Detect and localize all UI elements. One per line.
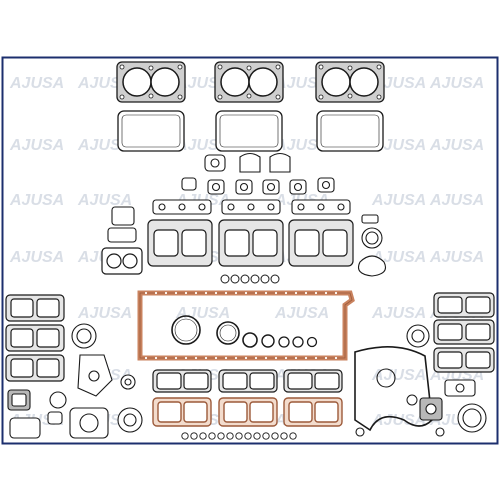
bolt-hole — [194, 356, 198, 360]
watermark-text: AJUSA — [429, 75, 484, 92]
thermostat-gaskets — [357, 214, 387, 277]
oil-pan-gasket — [137, 290, 355, 361]
oil-pan-bolt-holes — [144, 291, 338, 360]
watermark-text: AJUSA — [371, 367, 426, 384]
bolt-hole — [334, 291, 338, 295]
left-small-gaskets — [7, 323, 143, 439]
watermark-text: AJUSA — [371, 192, 426, 209]
bolt-hole — [274, 356, 278, 360]
o-ring — [289, 432, 297, 440]
bolt-hole — [284, 291, 288, 295]
watermark-text: AJUSA — [371, 75, 426, 92]
right-cover-gaskets — [433, 292, 495, 373]
watermark-text: AJUSA — [274, 137, 329, 154]
bolt-hole — [184, 291, 188, 295]
bolt-hole — [144, 291, 148, 295]
o-ring — [253, 432, 261, 440]
o-ring — [271, 432, 279, 440]
bolt-hole — [294, 291, 298, 295]
bolt-hole — [174, 356, 178, 360]
manifold-gaskets — [107, 199, 351, 243]
water-pump-gasket — [101, 247, 143, 275]
bolt-hole — [164, 356, 168, 360]
bolt-hole — [304, 291, 308, 295]
watermark-text: AJUSA — [9, 137, 64, 154]
o-ring — [181, 432, 189, 440]
o-ring — [208, 432, 216, 440]
bolt-hole — [234, 291, 238, 295]
o-ring — [280, 432, 288, 440]
watermark-text: AJUSA — [429, 192, 484, 209]
o-ring — [226, 432, 234, 440]
head-gasket-1 — [116, 61, 186, 103]
bolt-hole — [244, 291, 248, 295]
watermark-text: AJUSA — [77, 192, 132, 209]
bolt-hole — [254, 291, 258, 295]
bolt-hole — [184, 356, 188, 360]
watermark-text: AJUSA — [371, 137, 426, 154]
bolt-hole — [194, 291, 198, 295]
watermark-text: AJUSA — [274, 305, 329, 322]
o-ring — [244, 432, 252, 440]
bolt-hole — [324, 356, 328, 360]
timing-cover-gasket — [354, 346, 433, 432]
lower-cork-gaskets — [152, 397, 343, 427]
bolt-hole — [214, 356, 218, 360]
crankshaft-seals — [171, 315, 318, 348]
bolt-hole — [164, 291, 168, 295]
bolt-hole — [274, 291, 278, 295]
head-gasket-2 — [214, 61, 284, 103]
watermark-text: AJUSA — [175, 305, 230, 322]
bolt-hole — [264, 356, 268, 360]
watermark-text: AJUSA — [429, 249, 484, 266]
bolt-hole — [334, 356, 338, 360]
bolt-hole — [214, 291, 218, 295]
head-gasket-3 — [315, 61, 385, 103]
right-small-gaskets — [355, 324, 487, 437]
bolt-hole — [224, 291, 228, 295]
o-ring — [262, 432, 270, 440]
bolt-hole — [264, 291, 268, 295]
port-gaskets-upper — [181, 152, 335, 195]
lower-cover-gaskets — [152, 369, 343, 393]
bolt-hole — [154, 356, 158, 360]
bolt-hole — [234, 356, 238, 360]
bolt-hole — [244, 356, 248, 360]
o-ring — [235, 432, 243, 440]
bolt-hole — [314, 291, 318, 295]
watermark-text: AJUSA — [371, 249, 426, 266]
watermark-text: AJUSA — [9, 192, 64, 209]
left-cover-gaskets — [5, 294, 65, 382]
o-ring-row-lower — [181, 432, 297, 440]
o-ring-row-upper — [220, 274, 280, 284]
watermark-text: AJUSA — [77, 305, 132, 322]
rocker-cover-gaskets — [117, 110, 384, 152]
bolt-hole — [294, 356, 298, 360]
bolt-hole — [284, 356, 288, 360]
o-ring — [217, 432, 225, 440]
watermark-text: AJUSA — [9, 75, 64, 92]
bolt-hole — [324, 291, 328, 295]
watermark-text: AJUSA — [429, 137, 484, 154]
valve-cover-gaskets — [147, 219, 354, 267]
bolt-hole — [204, 291, 208, 295]
bolt-hole — [154, 291, 158, 295]
bolt-hole — [174, 291, 178, 295]
o-ring — [199, 432, 207, 440]
bolt-hole — [144, 356, 148, 360]
bolt-hole — [254, 356, 258, 360]
o-ring — [190, 432, 198, 440]
bolt-hole — [224, 356, 228, 360]
bolt-hole — [304, 356, 308, 360]
bolt-hole — [204, 356, 208, 360]
bolt-hole — [314, 356, 318, 360]
watermark-text: AJUSA — [9, 249, 64, 266]
watermark-text: AJUSA — [371, 305, 426, 322]
